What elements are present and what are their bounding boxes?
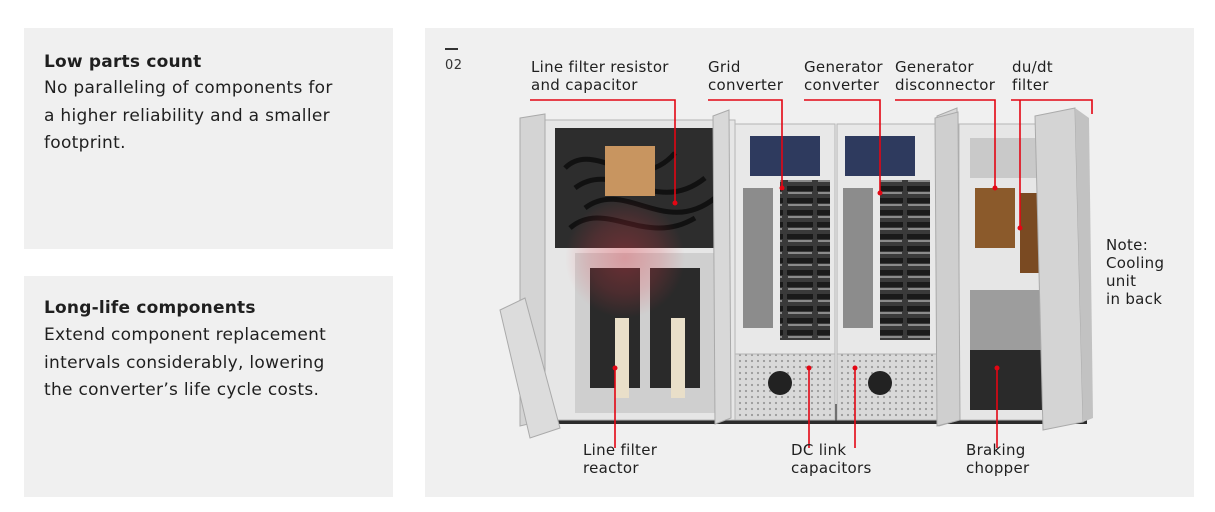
card-body: Extend component replacement intervals c… xyxy=(44,322,384,405)
grid-converter-cabinet xyxy=(734,123,836,421)
card-body-line: footprint. xyxy=(44,133,126,153)
label-line-filter-reactor: Line filter reactor xyxy=(583,441,658,477)
card-body-line: Extend component replacement xyxy=(44,325,327,345)
label-line-filter-resistor: Line filter resistor and capacitor xyxy=(531,58,669,94)
card-body-line: No paralleling of components for xyxy=(44,78,333,98)
card-body-line: the converter’s life cycle costs. xyxy=(44,380,320,400)
label-dc-link-capacitors: DC link capacitors xyxy=(791,441,872,477)
figure-number-dash xyxy=(445,48,458,50)
feature-card-low-parts-count: Low parts count No paralleling of compon… xyxy=(24,28,393,249)
right-door xyxy=(1034,107,1084,431)
callout-leaders xyxy=(530,99,1093,448)
card-body-line: a higher reliability and a smaller xyxy=(44,105,330,126)
generator-converter-cabinet xyxy=(836,123,938,421)
converter-figure-panel: 02 xyxy=(425,28,1194,497)
label-grid-converter: Grid converter xyxy=(708,58,784,94)
line-filter-cabinet xyxy=(544,119,736,421)
figure-number: 02 xyxy=(445,58,463,73)
cooling-note: Note: Cooling unit in back xyxy=(1106,236,1165,308)
label-braking-chopper: Braking chopper xyxy=(966,441,1030,477)
feature-card-long-life-components: Long-life components Extend component re… xyxy=(24,276,393,497)
card-title: Low parts count xyxy=(44,52,202,72)
label-du-dt-filter: du/dt filter xyxy=(1012,58,1053,94)
label-generator-disconnector: Generator disconnector xyxy=(895,58,996,94)
card-body-line: intervals considerably, lowering xyxy=(44,352,325,373)
card-body: No paralleling of components for a highe… xyxy=(44,75,384,158)
card-title: Long-life components xyxy=(44,298,256,318)
left-door xyxy=(499,297,561,439)
converter-cabinet-photo xyxy=(499,99,1093,448)
label-generator-converter: Generator converter xyxy=(804,58,883,94)
